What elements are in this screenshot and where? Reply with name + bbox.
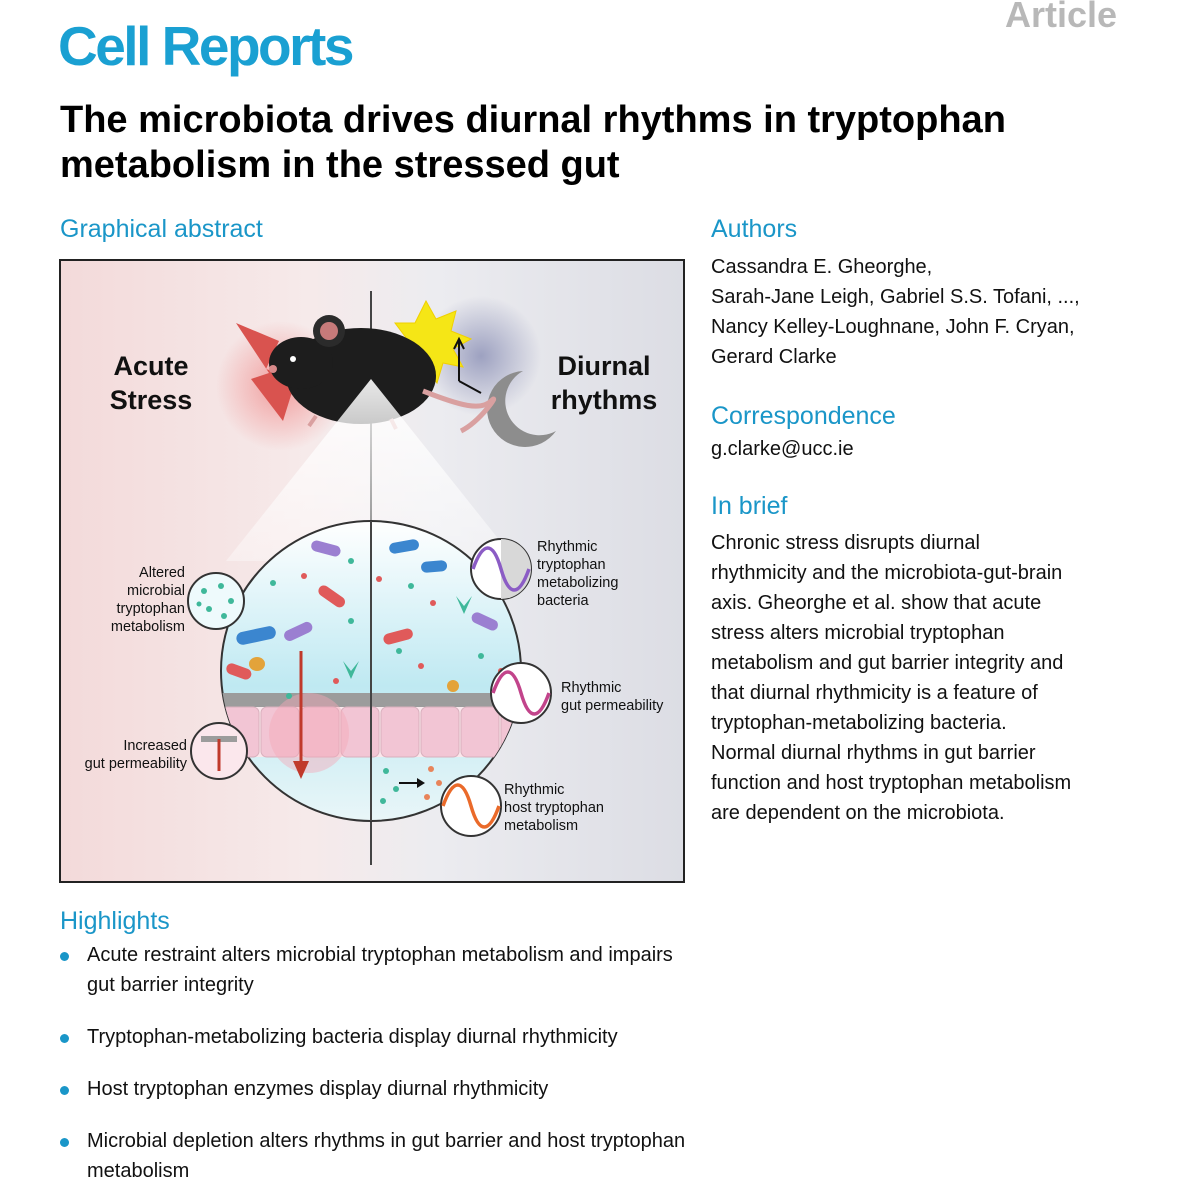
highlight-text: Acute restraint alters microbial tryptop…	[87, 944, 673, 996]
time-arrow-icon	[453, 336, 482, 394]
highlights-list: Acute restraint alters microbial tryptop…	[60, 940, 700, 1200]
in-brief-line: stress alters microbial tryptophan	[711, 622, 1005, 644]
correspondence-heading: Correspondence	[711, 402, 896, 430]
rhythmic-host-wave-icon	[440, 775, 502, 837]
in-brief-line: axis. Gheorghe et al. show that acute	[711, 592, 1042, 614]
rhythmic-host-label: Rhythmic host tryptophan metabolism	[504, 782, 604, 834]
highlight-item: Host tryptophan enzymes display diurnal …	[60, 1074, 700, 1104]
acute-stress-title: Acute Stress	[109, 351, 193, 415]
in-brief-line: rhythmicity and the microbiota-gut-brain	[711, 562, 1063, 584]
author-line: Gerard Clarke	[711, 346, 837, 368]
bullet-icon	[60, 1034, 69, 1043]
bullet-icon	[60, 1086, 69, 1095]
lightning-bolt-icon	[236, 323, 296, 421]
highlight-item: Acute restraint alters microbial tryptop…	[60, 940, 700, 1000]
increased-permeability-label: Increased gut permeability	[84, 738, 187, 772]
graphical-abstract-figure: Acute Stress Diurnal rhythms Altered mic…	[59, 259, 685, 883]
authors-heading: Authors	[711, 215, 798, 243]
moon-icon	[487, 371, 556, 447]
highlight-item: Tryptophan-metabolizing bacteria display…	[60, 1022, 700, 1052]
in-brief-line: that diurnal rhythmicity is a feature of	[711, 682, 1038, 704]
bullet-icon	[60, 1138, 69, 1147]
in-brief-line: Normal diurnal rhythms in gut barrier	[711, 742, 1036, 764]
altered-metabolism-label: Altered microbial tryptophan metabolism	[110, 565, 185, 635]
diurnal-rhythms-title: Diurnal rhythms	[550, 351, 658, 415]
author-line: Sarah-Jane Leigh, Gabriel S.S. Tofani, .…	[711, 286, 1080, 308]
article-type-label: Article	[1004, 0, 1117, 35]
rhythmic-gut-wave-icon	[490, 662, 552, 724]
in-brief-heading: In brief	[711, 492, 788, 520]
highlight-item: Microbial depletion alters rhythms in gu…	[60, 1126, 700, 1186]
rhythmic-bacteria-wave-icon	[470, 538, 532, 600]
in-brief-line: metabolism and gut barrier integrity and	[711, 652, 1064, 674]
in-brief-line: are dependent on the microbiota.	[711, 802, 1005, 824]
highlight-text: Tryptophan-metabolizing bacteria display…	[87, 1026, 618, 1048]
in-brief-line: function and host tryptophan metabolism	[711, 772, 1072, 794]
authors-list: Cassandra E. Gheorghe, Sarah-Jane Leigh,…	[711, 252, 1151, 372]
graphical-abstract-illustration	[187, 291, 556, 865]
graphical-abstract-heading: Graphical abstract	[60, 215, 263, 243]
in-brief-text: Chronic stress disrupts diurnal rhythmic…	[711, 528, 1151, 828]
bullet-icon	[60, 952, 69, 961]
highlights-heading: Highlights	[60, 907, 170, 935]
in-brief-line: tryptophan-metabolizing bacteria.	[711, 712, 1007, 734]
author-line: Nancy Kelley-Loughnane, John F. Cryan,	[711, 316, 1075, 338]
rhythmic-gut-label: Rhythmic gut permeability	[561, 680, 664, 714]
correspondence-email[interactable]: g.clarke@ucc.ie	[711, 438, 854, 460]
rhythmic-bacteria-label: Rhythmic tryptophan metabolizing bacteri…	[537, 539, 619, 609]
journal-logo: Cell Reports	[58, 15, 354, 77]
altered-metabolism-inset	[187, 572, 245, 630]
highlight-text: Microbial depletion alters rhythms in gu…	[87, 1130, 686, 1182]
highlight-text: Host tryptophan enzymes display diurnal …	[87, 1078, 549, 1100]
in-brief-line: Chronic stress disrupts diurnal	[711, 532, 980, 554]
article-title: The microbiota drives diurnal rhythms in…	[60, 99, 1006, 186]
author-line: Cassandra E. Gheorghe,	[711, 256, 933, 278]
gut-permeability-inset	[190, 722, 248, 780]
gut-section-circle	[220, 520, 522, 822]
zoom-beam	[226, 379, 516, 561]
